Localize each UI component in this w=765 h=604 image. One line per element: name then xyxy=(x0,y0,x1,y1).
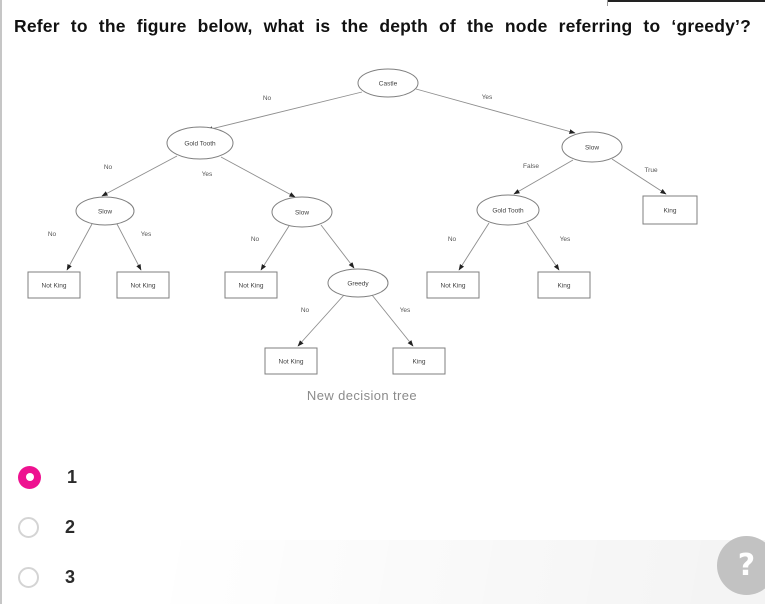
svg-text:Slow: Slow xyxy=(98,208,112,215)
radio-button-1[interactable] xyxy=(18,465,41,489)
diagram-caption: New decision tree xyxy=(306,388,418,403)
question-text: Refer to the figure below, what is the d… xyxy=(14,16,751,36)
left-border-line xyxy=(0,0,2,604)
tree-edge xyxy=(116,223,142,271)
tree-edge xyxy=(66,223,93,271)
option-label-2[interactable]: 2 xyxy=(65,516,76,537)
tree-edge xyxy=(260,225,290,271)
tree-edge-label: Yes xyxy=(202,171,213,178)
tree-edge xyxy=(458,222,490,271)
tree-edge-label: Yes xyxy=(482,94,493,101)
svg-text:Castle: Castle xyxy=(379,80,398,87)
tree-edge xyxy=(371,294,414,347)
answer-option-2[interactable]: 2 xyxy=(18,514,75,540)
svg-text:Gold Tooth: Gold Tooth xyxy=(492,207,524,214)
svg-text:Not King: Not King xyxy=(279,358,304,365)
tree-node-not-king-1: Not King xyxy=(27,271,81,299)
tree-edge xyxy=(220,156,296,198)
tree-edge xyxy=(101,155,178,197)
svg-text:King: King xyxy=(557,282,570,289)
svg-text:Not King: Not King xyxy=(441,282,466,289)
answer-option-1[interactable]: 1 xyxy=(18,464,77,490)
tree-node-gold-tooth-right: Gold Tooth xyxy=(476,194,540,226)
tree-node-king-greedy: King xyxy=(392,347,446,375)
svg-text:Not King: Not King xyxy=(131,282,156,289)
tree-edge-label: No xyxy=(48,231,57,238)
tree-node-not-king-4: Not King xyxy=(426,271,480,299)
tree-edge xyxy=(513,159,574,195)
tree-node-gold-tooth-left: Gold Tooth xyxy=(166,126,234,160)
tree-edge-label: No xyxy=(251,236,260,243)
option-label-3[interactable]: 3 xyxy=(65,566,76,587)
tree-node-slow-right: Slow xyxy=(561,131,623,163)
tree-edge xyxy=(415,88,576,134)
tree-node-not-king-3: Not King xyxy=(224,271,278,299)
tree-node-not-king-greedy: Not King xyxy=(264,347,318,375)
svg-text:Not King: Not King xyxy=(42,282,67,289)
tree-edge-label: Yes xyxy=(560,236,571,243)
answer-option-3[interactable]: 3 xyxy=(18,564,75,590)
bottom-gradient xyxy=(0,540,765,604)
svg-text:Slow: Slow xyxy=(295,209,309,216)
tree-edge-label: No xyxy=(448,236,457,243)
tree-node-king-right: King xyxy=(537,271,591,299)
svg-text:King: King xyxy=(412,358,425,365)
tree-edge-label: Yes xyxy=(400,307,411,314)
top-border-line xyxy=(607,0,765,2)
tree-edge-label: False xyxy=(523,163,539,170)
tree-edge-label: No xyxy=(104,164,113,171)
tree-node-castle: Castle xyxy=(357,68,419,98)
option-label-1[interactable]: 1 xyxy=(67,466,78,487)
tree-node-king-top-right: King xyxy=(642,195,698,225)
radio-button-3[interactable] xyxy=(18,566,39,588)
radio-button-2[interactable] xyxy=(18,516,39,538)
svg-text:Greedy: Greedy xyxy=(347,280,369,287)
tree-edge-label: No xyxy=(263,95,272,102)
svg-text:Slow: Slow xyxy=(585,144,599,151)
tree-node-slow-middle: Slow xyxy=(271,196,333,228)
tree-edge xyxy=(611,158,667,195)
svg-text:King: King xyxy=(663,207,676,214)
tree-edge-label: Yes xyxy=(141,231,152,238)
tree-edge-label: True xyxy=(644,167,658,174)
tree-node-greedy: Greedy xyxy=(327,268,389,298)
tree-edge xyxy=(206,91,363,131)
svg-text:Not King: Not King xyxy=(239,282,264,289)
tree-edge xyxy=(320,224,355,269)
top-border-tick xyxy=(607,0,608,6)
svg-text:Gold Tooth: Gold Tooth xyxy=(184,140,216,147)
tree-edge-label: No xyxy=(301,307,310,314)
tree-edge xyxy=(526,222,560,271)
question-mark-icon: ? xyxy=(737,548,756,583)
help-button[interactable]: ? xyxy=(717,536,765,595)
tree-edge xyxy=(297,294,345,347)
tree-node-not-king-2: Not King xyxy=(116,271,170,299)
tree-node-slow-left: Slow xyxy=(75,196,135,226)
